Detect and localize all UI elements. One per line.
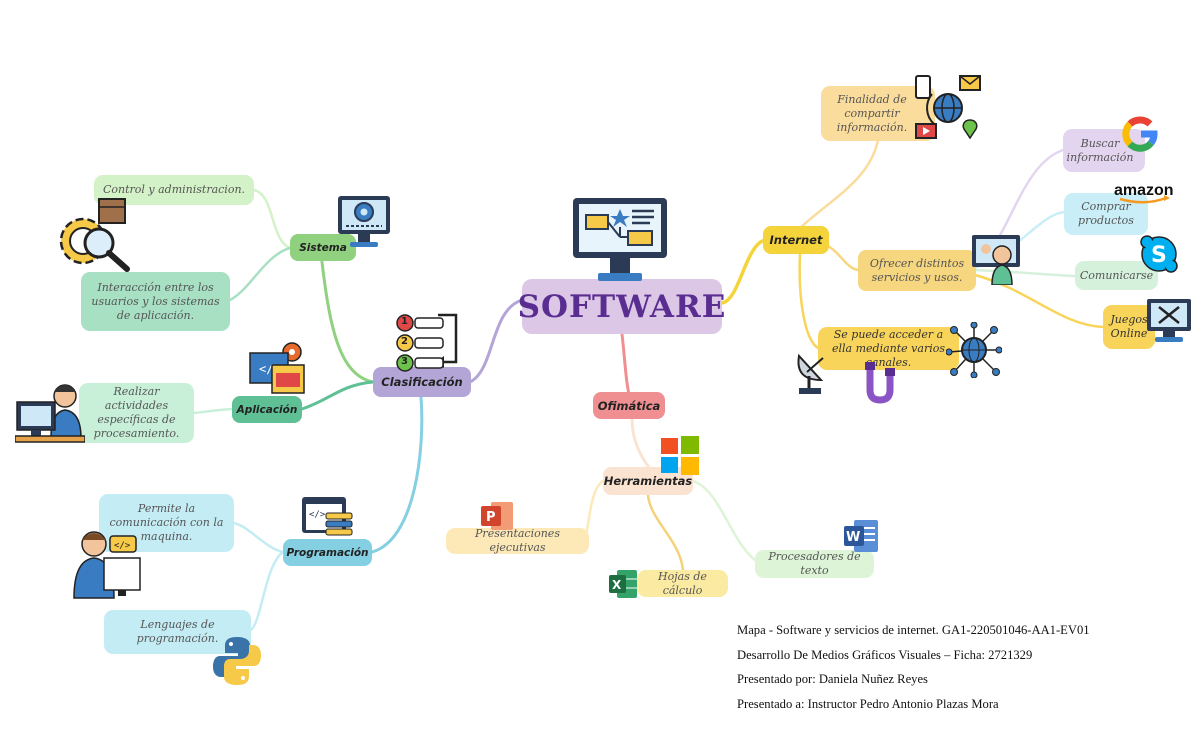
amazon-logo-text: amazon — [1114, 182, 1174, 199]
game-monitor-icon — [1147, 299, 1191, 342]
leaf-comunicarse[interactable]: Comunicarse — [1075, 261, 1158, 290]
leaf-juegos[interactable]: Juegos Online — [1103, 305, 1155, 349]
central-topic[interactable]: SOFTWARE — [518, 279, 725, 334]
globe-devices-icon — [915, 75, 981, 140]
leaf-presentaciones[interactable]: Presentaciones ejecutivas — [446, 527, 589, 554]
code-server-icon: </> — [302, 497, 353, 536]
leaf-procesadores[interactable]: Procesadores de texto — [755, 550, 874, 578]
cable-icon — [865, 362, 895, 404]
computer-dashboard-icon — [573, 198, 667, 281]
credits-line-4: Presentado a: Instructor Pedro Antonio P… — [737, 696, 999, 711]
excel-icon: X — [609, 570, 637, 598]
list-number-3: 3 — [401, 356, 408, 367]
svg-text:S: S — [1151, 243, 1167, 268]
svg-text:P: P — [486, 510, 496, 525]
branch-ofimatica[interactable]: Ofimática — [593, 392, 665, 419]
network-globe-icon — [946, 322, 1002, 378]
leaf-control[interactable]: Control y administracion. — [94, 175, 254, 205]
credits-line-2: Desarrollo De Medios Gráficos Visuales –… — [737, 647, 1033, 662]
svg-text:W: W — [846, 530, 860, 545]
skype-logo-icon: S — [1140, 235, 1178, 273]
credits-line-3: Presentado por: Daniela Nuñez Reyes — [737, 672, 928, 686]
svg-text:X: X — [612, 578, 622, 592]
list-number-2: 2 — [401, 336, 408, 347]
leaf-buscar[interactable]: Buscar información — [1063, 129, 1145, 172]
numbered-list-icon: 1 2 3 — [396, 312, 460, 372]
windows-logo-icon — [661, 436, 699, 475]
branch-aplicacion[interactable]: Aplicación — [232, 396, 302, 423]
list-number-1: 1 — [401, 316, 408, 327]
gear-search-icon — [59, 198, 130, 272]
leaf-realizar[interactable]: Realizar actividades específicas de proc… — [79, 383, 194, 443]
powerpoint-icon: P — [481, 502, 513, 530]
app-windows-icon: </> — [249, 342, 305, 394]
branch-sistema[interactable]: Sistema — [290, 234, 356, 261]
svg-text:</>: </> — [114, 541, 131, 551]
leaf-acceder[interactable]: Se puede acceder a ella mediante varios … — [818, 327, 959, 370]
credits-line-1: Mapa - Software y servicios de internet.… — [737, 623, 1090, 637]
word-icon: W — [844, 520, 878, 552]
svg-text:</>: </> — [309, 510, 326, 520]
amazon-logo-icon: amazon — [1114, 182, 1180, 206]
google-logo-icon — [1122, 116, 1158, 152]
branch-programacion[interactable]: Programación — [283, 539, 372, 566]
settings-monitor-icon — [338, 196, 390, 247]
branch-clasificacion[interactable]: Clasificación — [373, 367, 471, 397]
credits-block: Mapa - Software y servicios de internet.… — [737, 618, 1090, 716]
person-computer-icon — [15, 384, 85, 443]
leaf-ofrecer[interactable]: Ofrecer distintos servicios y usos. — [858, 250, 976, 291]
leaf-lenguajes[interactable]: Lenguajes de programación. — [104, 610, 251, 654]
branch-internet[interactable]: Internet — [763, 226, 829, 254]
programmer-icon: </> — [73, 531, 141, 599]
online-meeting-icon — [972, 235, 1020, 285]
leaf-interaccion[interactable]: Interacción entre los usuarios y los sis… — [81, 272, 230, 331]
leaf-hojas[interactable]: Hojas de cálculo — [637, 570, 728, 597]
leaf-comprar[interactable]: Comprar productos — [1064, 193, 1148, 235]
satellite-dish-icon — [797, 353, 824, 394]
python-logo-icon — [213, 637, 261, 685]
